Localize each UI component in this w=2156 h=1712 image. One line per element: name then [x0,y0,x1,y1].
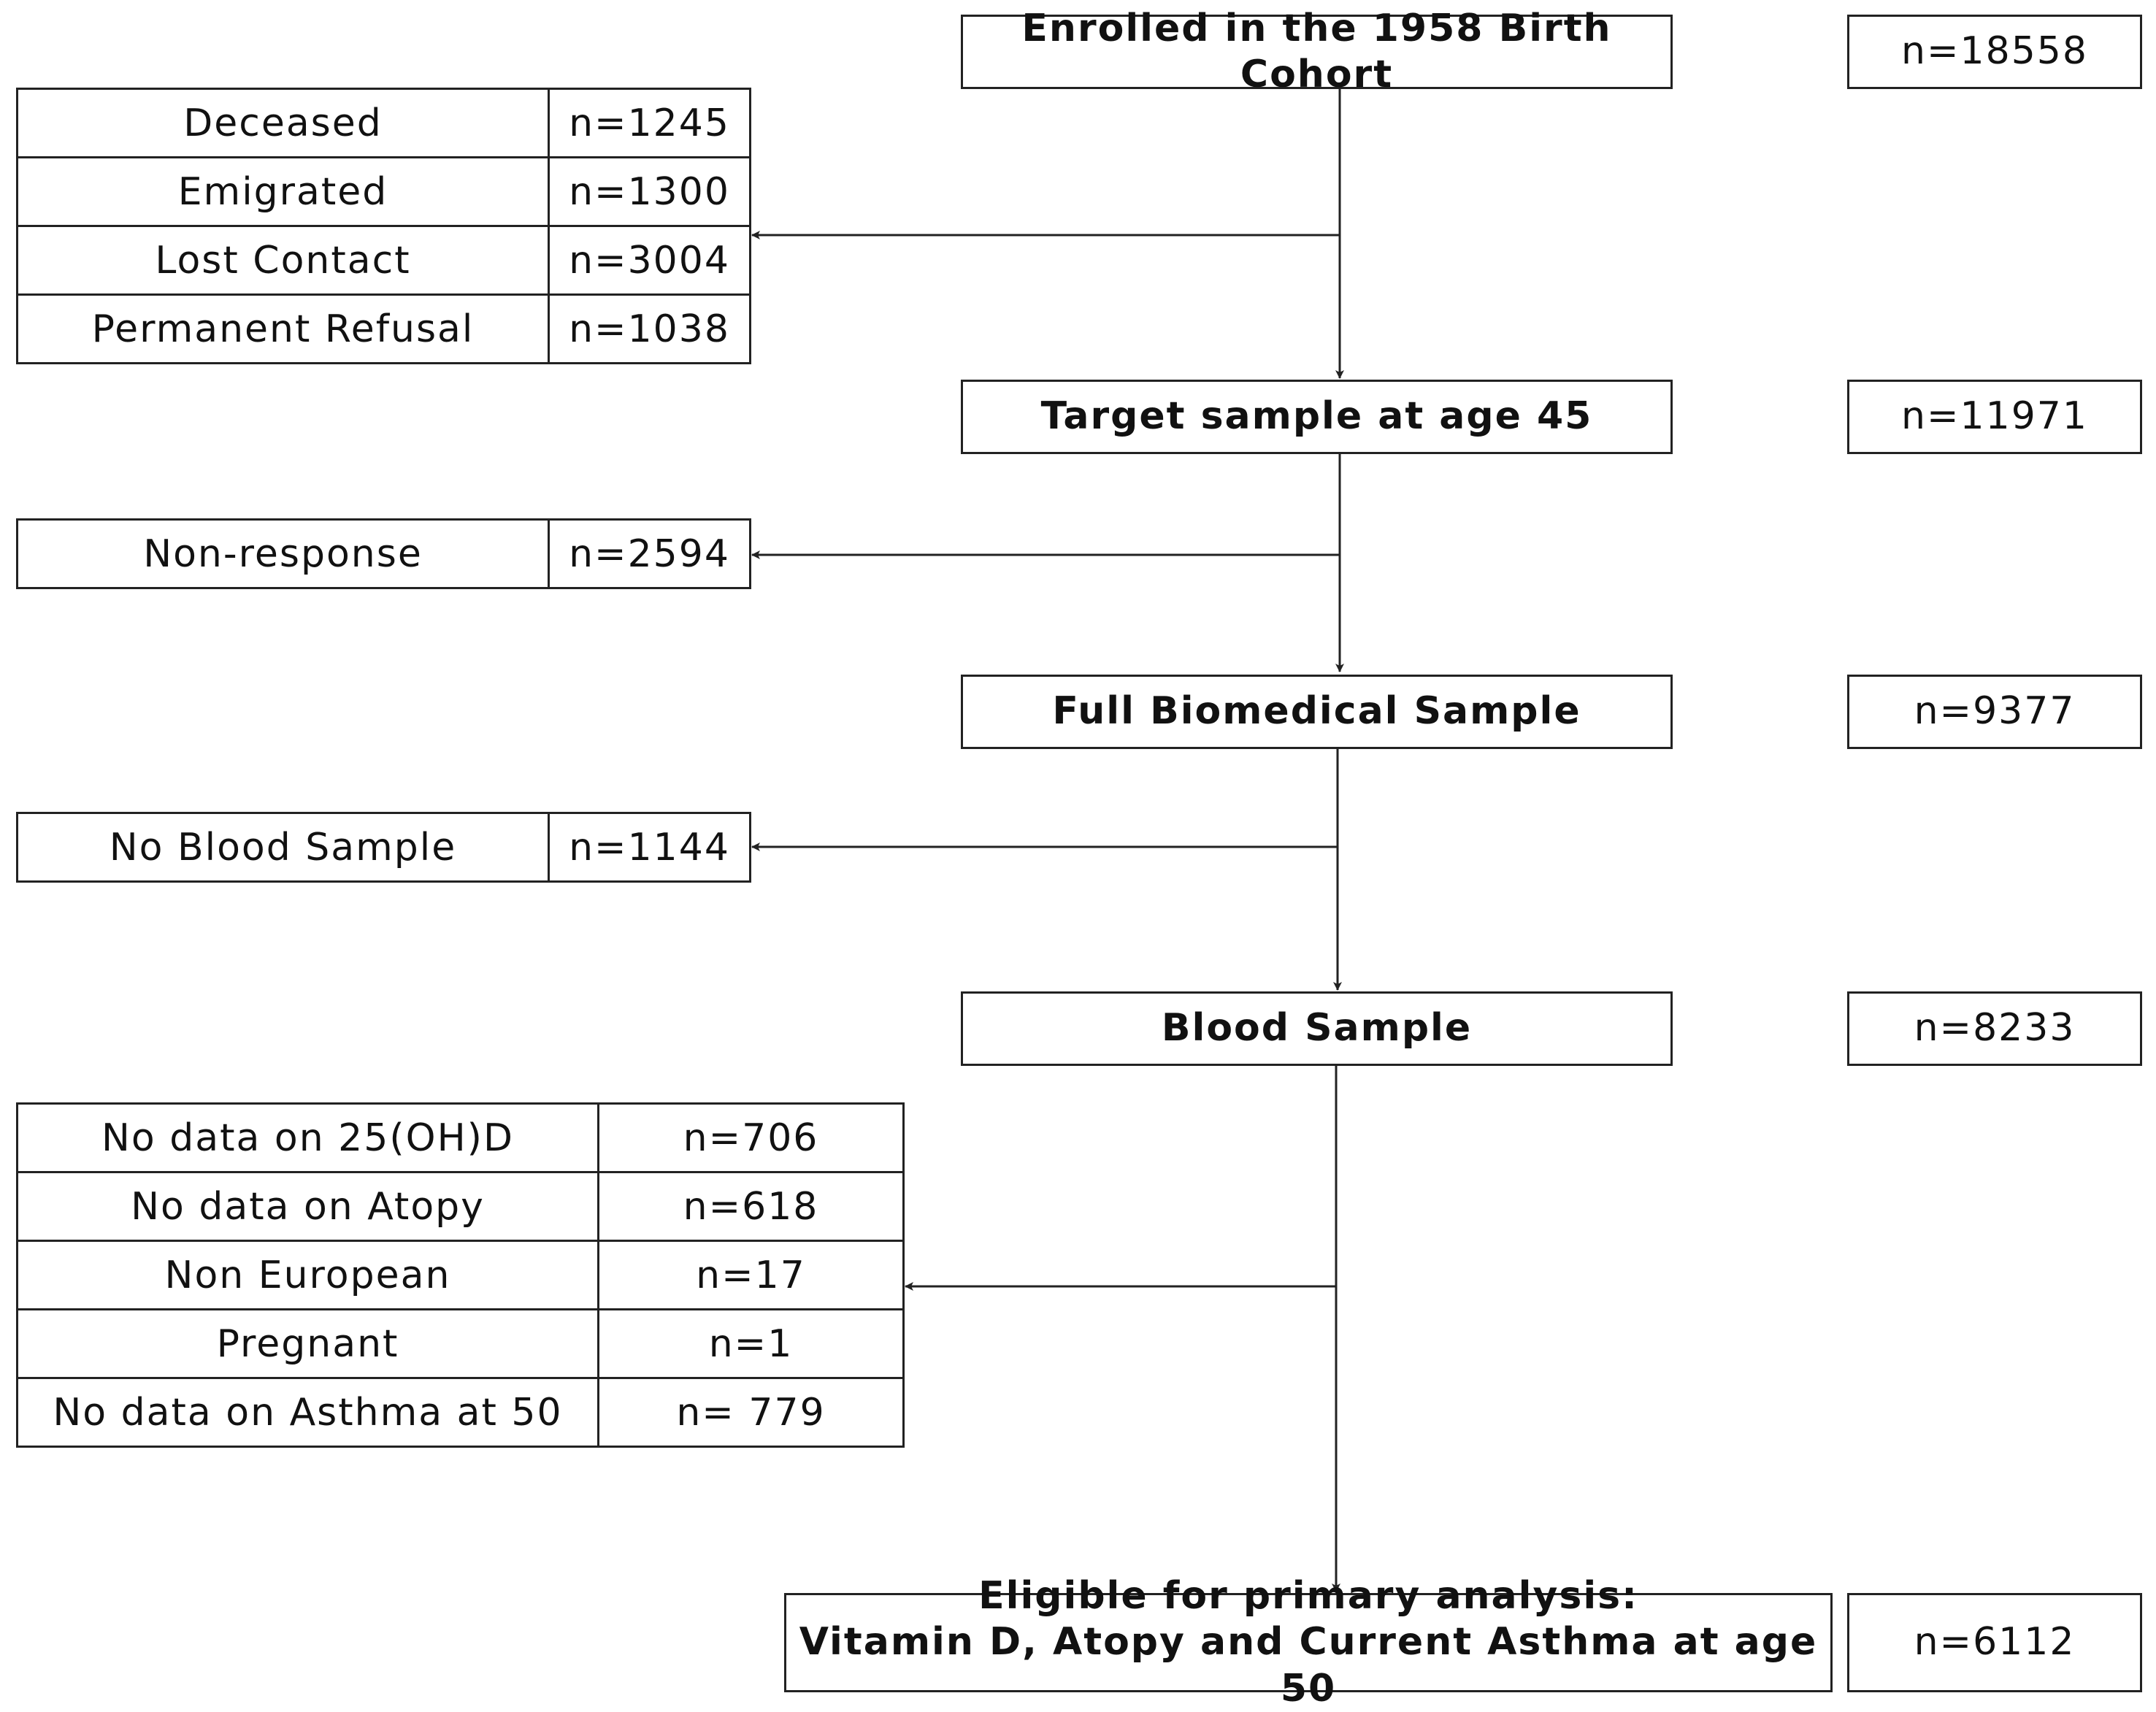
exclusion-count: n=1038 [548,293,751,364]
exclusion-row: No data on Asthma at 50 n= 779 [16,1377,905,1448]
step-blood-count: n=8233 [1847,991,2142,1066]
step-eligible-count: n=6112 [1847,1593,2142,1692]
exclusion-reason: Emigrated [16,156,550,227]
exclusion-count: n= 779 [597,1377,905,1448]
step-biomedical-count: n=9377 [1847,675,2142,749]
step-blood-box: Blood Sample [961,991,1673,1066]
exclusion-count: n=1300 [548,156,751,227]
step-target-count-text: n=11971 [1901,394,2088,439]
exclusion-count: n=17 [597,1240,905,1310]
exclusion-reason: Pregnant [16,1308,599,1379]
exclusion-row: No data on Atopy n=618 [16,1171,905,1242]
exclusion-row: Lost Contact n=3004 [16,225,751,296]
exclusion-count: n=706 [597,1102,905,1173]
step-target-box: Target sample at age 45 [961,380,1673,454]
step-enrolled-count-text: n=18558 [1901,29,2088,74]
step-eligible-box: Eligible for primary analysis: Vitamin D… [784,1574,1833,1711]
exclusion-reason: No data on 25(OH)D [16,1102,599,1173]
step-target-label: Target sample at age 45 [1040,394,1593,439]
step-enrolled-label: Enrolled in the 1958 Birth Cohort [1021,6,1612,96]
exclusion-row: No data on 25(OH)D n=706 [16,1102,905,1173]
step-blood-count-text: n=8233 [1914,1006,2076,1051]
step-enrolled-count: n=18558 [1847,15,2142,89]
exclusion-reason: Non-response [16,518,550,589]
exclusion-count: n=2594 [548,518,751,589]
exclusion-reason: No data on Atopy [16,1171,599,1242]
exclusion-reason: Permanent Refusal [16,293,550,364]
step-target-count: n=11971 [1847,380,2142,454]
exclusion-reason: Deceased [16,88,550,158]
exclusion-row: No Blood Sample n=1144 [16,812,751,883]
exclusion-count: n=618 [597,1171,905,1242]
exclusion-row: Permanent Refusal n=1038 [16,293,751,364]
step-eligible-count-text: n=6112 [1914,1620,2076,1665]
exclusion-count: n=1 [597,1308,905,1379]
exclusion-table-biomedical: No Blood Sample n=1144 [16,812,751,883]
exclusion-table-target: Non-response n=2594 [16,518,751,589]
exclusion-row: Emigrated n=1300 [16,156,751,227]
step-eligible-label-line1: Eligible for primary analysis: [978,1573,1638,1618]
exclusion-reason: Non European [16,1240,599,1310]
step-blood-label: Blood Sample [1161,1006,1473,1051]
exclusion-row: Non-response n=2594 [16,518,751,589]
step-biomedical-count-text: n=9377 [1914,689,2076,734]
exclusion-reason: No data on Asthma at 50 [16,1377,599,1448]
exclusion-row: Non European n=17 [16,1240,905,1310]
exclusion-reason: No Blood Sample [16,812,550,883]
step-enrolled-box: Enrolled in the 1958 Birth Cohort [961,7,1673,96]
exclusion-row: Deceased n=1245 [16,88,751,158]
step-biomedical-box: Full Biomedical Sample [961,675,1673,749]
exclusion-count: n=1144 [548,812,751,883]
exclusion-count: n=3004 [548,225,751,296]
exclusion-reason: Lost Contact [16,225,550,296]
exclusion-row: Pregnant n=1 [16,1308,905,1379]
step-biomedical-label: Full Biomedical Sample [1052,689,1581,734]
step-eligible-label-line2: Vitamin D, Atopy and Current Asthma at a… [799,1620,1818,1711]
exclusion-table-blood: No data on 25(OH)D n=706 No data on Atop… [16,1102,905,1448]
exclusion-count: n=1245 [548,88,751,158]
exclusion-table-enrolment: Deceased n=1245 Emigrated n=1300 Lost Co… [16,88,751,364]
